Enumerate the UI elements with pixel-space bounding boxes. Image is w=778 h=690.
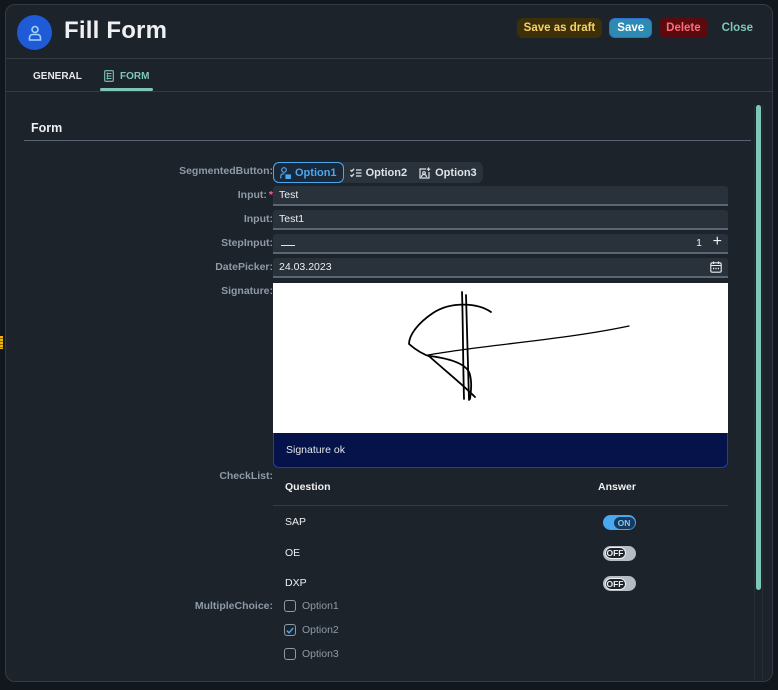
- answer-toggle[interactable]: ON: [603, 515, 636, 530]
- person-lock-icon: [280, 166, 291, 179]
- segment-option1[interactable]: Option1: [273, 162, 344, 183]
- column-answer: Answer: [598, 481, 636, 493]
- checkbox-option2[interactable]: Option2: [284, 618, 339, 642]
- input1-label: Input:*: [237, 189, 273, 201]
- datepicker-label: DatePicker:: [215, 261, 273, 273]
- date-picker-field[interactable]: 24.03.2023: [273, 258, 728, 278]
- page-title: Fill Form: [64, 17, 168, 44]
- checkmark-icon: [286, 627, 294, 634]
- checklist-table: Question Answer SAP ON OE OFF DXP OFF: [273, 473, 728, 598]
- section-title: Form: [31, 121, 63, 135]
- step-value[interactable]: 1: [696, 237, 702, 249]
- save-button[interactable]: Save: [609, 18, 653, 38]
- form-content: Form SegmentedButton: Option1 Option2 Op…: [18, 93, 763, 681]
- header-actions: Save as draft Save Delete Close: [516, 18, 760, 38]
- checklist-header: Question Answer: [273, 473, 728, 506]
- fill-form-dialog: Fill Form Save as draft Save Delete Clos…: [5, 4, 773, 682]
- add-photo-icon: [419, 167, 431, 179]
- section-divider: [24, 140, 751, 141]
- checkbox-checked[interactable]: [284, 624, 296, 636]
- segment-option3[interactable]: Option3: [413, 162, 483, 183]
- scrollbar-thumb[interactable]: [756, 105, 761, 590]
- table-row: DXP OFF: [273, 567, 728, 598]
- segmented-button: Option1 Option2 Option3: [273, 162, 483, 183]
- segment-option2[interactable]: Option2: [344, 162, 414, 183]
- checklist-label: CheckList:: [219, 470, 273, 482]
- tab-form-label: FORM: [120, 70, 150, 82]
- input2-label: Input:: [243, 213, 273, 225]
- person-icon: [28, 25, 41, 41]
- input1-field[interactable]: Test: [273, 186, 728, 206]
- tab-general-label: GENERAL: [33, 70, 82, 82]
- signature-pad[interactable]: [273, 283, 728, 433]
- side-resize-handle[interactable]: [0, 336, 3, 349]
- form-icon: [104, 70, 114, 82]
- close-button[interactable]: Close: [715, 18, 760, 38]
- avatar: [17, 15, 52, 50]
- signature-status: Signature ok: [273, 433, 728, 468]
- required-marker: *: [268, 189, 273, 201]
- step-input: — 1 +: [273, 233, 728, 254]
- dialog-header: Fill Form Save as draft Save Delete Clos…: [6, 5, 772, 59]
- save-as-draft-button[interactable]: Save as draft: [516, 18, 603, 38]
- checkbox[interactable]: [284, 648, 296, 660]
- multiplechoice-label: MultipleChoice:: [194, 600, 273, 612]
- checklist-icon: [349, 167, 362, 177]
- table-row: SAP ON: [273, 506, 728, 537]
- tab-bar: GENERAL FORM: [6, 60, 772, 92]
- answer-toggle[interactable]: OFF: [603, 545, 636, 561]
- decrement-button[interactable]: —: [281, 236, 295, 252]
- column-question: Question: [285, 481, 331, 493]
- segmented-label: SegmentedButton:: [179, 165, 273, 177]
- scrollbar-track[interactable]: [754, 105, 763, 680]
- increment-button[interactable]: +: [712, 233, 722, 250]
- input2-field[interactable]: Test1: [273, 210, 728, 230]
- checkbox[interactable]: [284, 600, 296, 612]
- calendar-icon[interactable]: [710, 261, 722, 273]
- delete-button[interactable]: Delete: [659, 18, 708, 38]
- table-row: OE OFF: [273, 537, 728, 568]
- tab-form[interactable]: FORM: [100, 60, 154, 92]
- checkbox-option1[interactable]: Option1: [284, 594, 339, 618]
- stepinput-label: StepInput:: [221, 237, 273, 249]
- multiple-choice-group: Option1 Option2 Option3: [284, 598, 339, 666]
- signature-label: Signature:: [221, 285, 273, 297]
- answer-toggle[interactable]: OFF: [603, 576, 636, 591]
- checkbox-option3[interactable]: Option3: [284, 642, 339, 666]
- tab-general[interactable]: GENERAL: [33, 60, 82, 92]
- signature-drawing: [408, 291, 630, 401]
